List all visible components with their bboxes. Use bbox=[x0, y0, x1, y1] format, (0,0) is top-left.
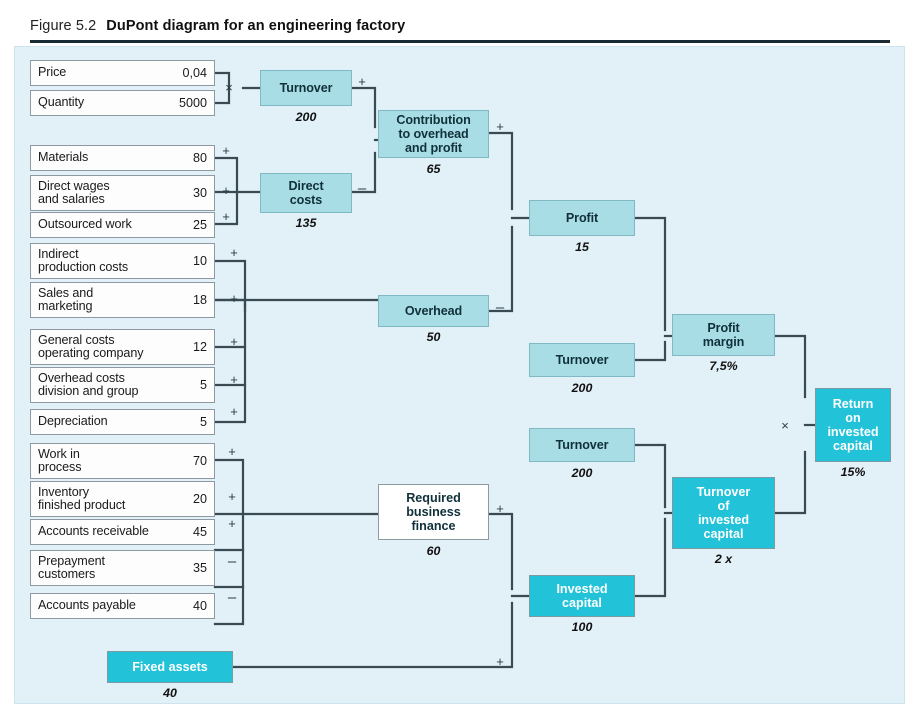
operator-plus-outsourced: + bbox=[222, 209, 230, 224]
input-label: Depreciation bbox=[38, 414, 108, 429]
input-label: Price bbox=[38, 65, 67, 80]
operator-minus-accounts-payable: – bbox=[227, 589, 237, 606]
node-overhead-value: 50 bbox=[426, 330, 441, 344]
node-direct-costs: Direct costs bbox=[260, 173, 352, 213]
operator-plus-indirect: + bbox=[230, 245, 238, 260]
input-value: 35 bbox=[192, 561, 207, 575]
node-return-on-invested-capital: Return on invested capital bbox=[815, 388, 891, 462]
operator-plus-materials: + bbox=[222, 143, 230, 158]
input-overhead-costs-division: Overhead costs division and group 5 bbox=[30, 367, 215, 403]
node-profit-margin: Profit margin bbox=[672, 314, 775, 356]
input-value: 5 bbox=[199, 378, 207, 392]
input-value: 30 bbox=[192, 186, 207, 200]
node-turnover-invested-capital-value: 2 x bbox=[714, 552, 733, 566]
input-outsourced-work: Outsourced work 25 bbox=[30, 212, 215, 238]
input-label: Overhead costs division and group bbox=[38, 370, 139, 398]
input-prepayment-customers: Prepayment customers 35 bbox=[30, 550, 215, 586]
operator-minus-direct-costs: – bbox=[357, 180, 367, 197]
operator-plus-turnover-contribution: + bbox=[358, 74, 366, 89]
node-fixed-assets: Fixed assets bbox=[107, 651, 233, 683]
input-label: Direct wages and salaries bbox=[38, 178, 110, 206]
node-contribution: Contribution to overhead and profit bbox=[378, 110, 489, 158]
input-value: 80 bbox=[192, 151, 207, 165]
operator-plus-contribution-profit: + bbox=[496, 119, 504, 134]
node-turnover-invested-capital: Turnover of invested capital bbox=[672, 477, 775, 549]
operator-plus-direct-wages: + bbox=[222, 183, 230, 198]
node-profit: Profit bbox=[529, 200, 635, 236]
input-value: 10 bbox=[192, 254, 207, 268]
node-turnover-top: Turnover bbox=[260, 70, 352, 106]
input-inventory-finished-product: Inventory finished product 20 bbox=[30, 481, 215, 517]
input-value: 25 bbox=[192, 218, 207, 232]
input-materials: Materials 80 bbox=[30, 145, 215, 171]
diagram-canvas: Price 0,04 Quantity 5000 Materials 80 Di… bbox=[14, 46, 905, 704]
operator-plus-overhead-division: + bbox=[230, 372, 238, 387]
input-label: General costs operating company bbox=[38, 332, 144, 360]
operator-plus-required-finance: + bbox=[496, 501, 504, 516]
input-value: 18 bbox=[192, 293, 207, 307]
input-label: Inventory finished product bbox=[38, 484, 126, 512]
input-general-costs: General costs operating company 12 bbox=[30, 329, 215, 365]
operator-multiply-roic: × bbox=[781, 418, 789, 433]
input-value: 5000 bbox=[178, 96, 207, 110]
input-label: Prepayment customers bbox=[38, 553, 105, 581]
input-label: Accounts receivable bbox=[38, 524, 149, 539]
node-fixed-assets-value: 40 bbox=[163, 686, 177, 700]
input-sales-marketing: Sales and marketing 18 bbox=[30, 282, 215, 318]
operator-plus-fixed-assets: + bbox=[496, 654, 504, 669]
operator-plus-accounts-receivable: + bbox=[228, 516, 236, 531]
input-value: 20 bbox=[192, 492, 207, 506]
input-label: Materials bbox=[38, 150, 89, 165]
operator-plus-inventory: + bbox=[228, 489, 236, 504]
node-profit-value: 15 bbox=[575, 240, 589, 254]
operator-multiply-turnover: × bbox=[225, 80, 233, 95]
node-overhead: Overhead bbox=[378, 295, 489, 327]
input-accounts-payable: Accounts payable 40 bbox=[30, 593, 215, 619]
node-contribution-value: 65 bbox=[426, 162, 441, 176]
operator-minus-overhead-profit: – bbox=[495, 299, 505, 316]
node-profit-margin-value: 7,5% bbox=[709, 359, 738, 373]
input-label: Sales and marketing bbox=[38, 285, 94, 313]
input-label: Indirect production costs bbox=[38, 246, 129, 274]
input-value: 70 bbox=[192, 454, 207, 468]
input-value: 45 bbox=[192, 525, 207, 539]
input-label: Work in process bbox=[38, 446, 82, 474]
input-price: Price 0,04 bbox=[30, 60, 215, 86]
node-required-business-finance: Required business finance bbox=[378, 484, 489, 540]
input-indirect-production-costs: Indirect production costs 10 bbox=[30, 243, 215, 279]
figure-title: DuPont diagram for an engineering factor… bbox=[106, 18, 406, 34]
input-value: 5 bbox=[199, 415, 207, 429]
operator-minus-prepayment: – bbox=[227, 553, 237, 570]
operator-plus-work-in-process: + bbox=[228, 444, 236, 459]
input-accounts-receivable: Accounts receivable 45 bbox=[30, 519, 215, 545]
figure-number: Figure 5.2 bbox=[30, 18, 97, 34]
input-work-in-process: Work in process 70 bbox=[30, 443, 215, 479]
input-value: 12 bbox=[192, 340, 207, 354]
node-turnover-low-value: 200 bbox=[571, 466, 593, 480]
node-turnover-mid-value: 200 bbox=[571, 381, 593, 395]
input-value: 40 bbox=[192, 599, 207, 613]
input-quantity: Quantity 5000 bbox=[30, 90, 215, 116]
node-turnover-top-value: 200 bbox=[295, 110, 317, 124]
node-turnover-mid: Turnover bbox=[529, 343, 635, 377]
input-direct-wages: Direct wages and salaries 30 bbox=[30, 175, 215, 211]
operator-plus-general: + bbox=[230, 334, 238, 349]
input-label: Accounts payable bbox=[38, 598, 136, 613]
input-value: 0,04 bbox=[182, 66, 207, 80]
node-turnover-low: Turnover bbox=[529, 428, 635, 462]
input-depreciation: Depreciation 5 bbox=[30, 409, 215, 435]
header-rule bbox=[30, 40, 890, 43]
node-return-on-invested-capital-value: 15% bbox=[840, 465, 866, 479]
node-direct-costs-value: 135 bbox=[295, 216, 317, 230]
input-label: Outsourced work bbox=[38, 217, 132, 232]
operator-plus-sales: + bbox=[230, 291, 238, 306]
node-required-business-finance-value: 60 bbox=[426, 544, 441, 558]
figure-header: Figure 5.2 DuPont diagram for an enginee… bbox=[30, 14, 890, 38]
node-invested-capital-value: 100 bbox=[571, 620, 593, 634]
operator-plus-depreciation: + bbox=[230, 404, 238, 419]
node-invested-capital: Invested capital bbox=[529, 575, 635, 617]
input-label: Quantity bbox=[38, 95, 85, 110]
